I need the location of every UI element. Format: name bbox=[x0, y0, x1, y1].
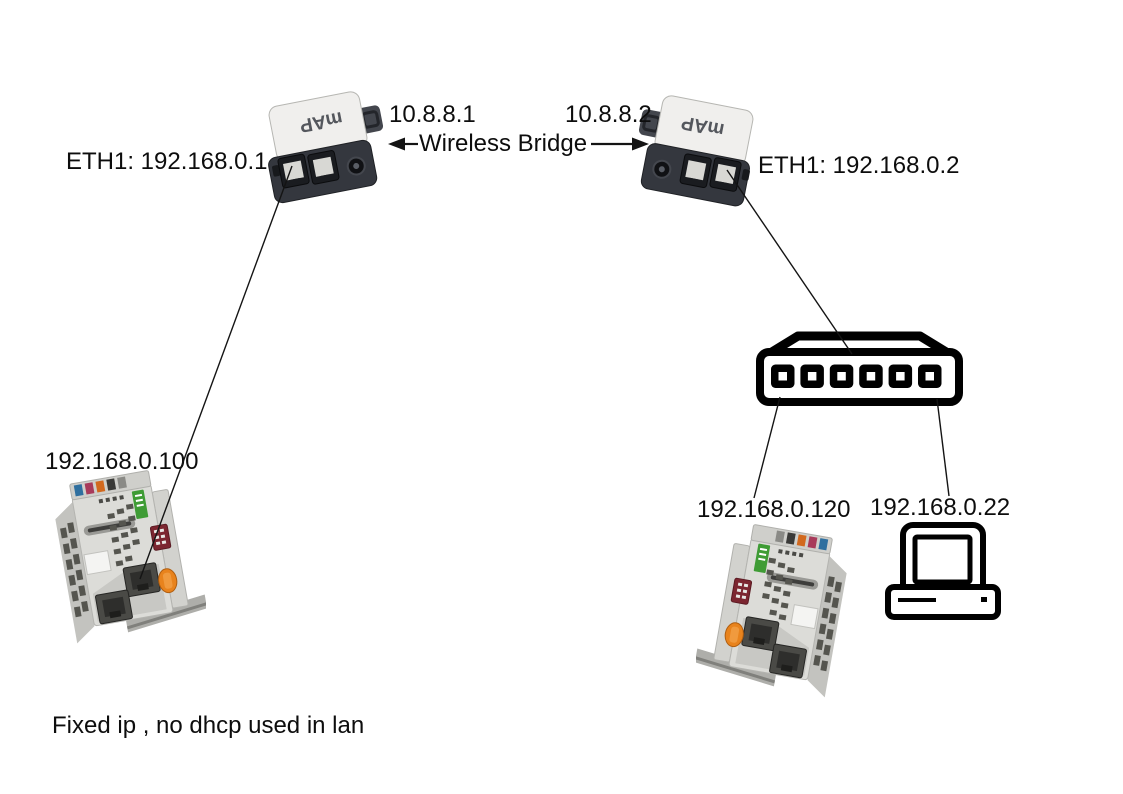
computer bbox=[884, 520, 1002, 622]
monitor-screen bbox=[912, 534, 973, 585]
access-point-left: mAP bbox=[252, 86, 394, 208]
eth-port-1 bbox=[679, 153, 712, 189]
plc-left-ip-label: 192.168.0.100 bbox=[45, 448, 199, 475]
ethernet-switch bbox=[752, 326, 967, 410]
switch-ports bbox=[771, 364, 942, 388]
computer-base bbox=[885, 584, 1001, 620]
ap-right-wlan-ip-label: 10.8.8.2 bbox=[565, 101, 652, 128]
ap-right-eth-label: ETH1: 192.168.0.2 bbox=[758, 152, 960, 179]
eth-port-2 bbox=[709, 157, 742, 192]
drive-slot bbox=[898, 598, 936, 602]
plc-right-ip-label: 192.168.0.120 bbox=[697, 496, 851, 523]
ap-left-wlan-ip-label: 10.8.8.1 bbox=[389, 101, 476, 128]
ap-left-eth-label: ETH1: 192.168.0.1 bbox=[66, 148, 268, 175]
eth-port-1 bbox=[277, 153, 310, 189]
pc-ip-label: 192.168.0.22 bbox=[870, 494, 1011, 521]
link-switch-to-pc bbox=[936, 398, 950, 497]
wireless-bridge-label: Wireless Bridge bbox=[419, 130, 588, 157]
eth-port-2 bbox=[307, 150, 340, 185]
link-switch-to-plc120 bbox=[753, 396, 781, 499]
plc-left bbox=[46, 468, 206, 658]
plc-right bbox=[696, 522, 856, 712]
caption-text: Fixed ip , no dhcp used in lan bbox=[52, 712, 365, 739]
